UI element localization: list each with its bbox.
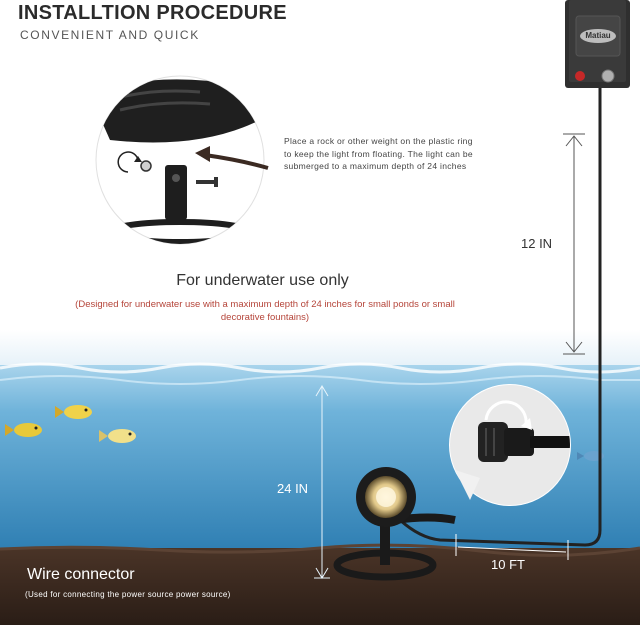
power-box [565, 0, 630, 88]
cable-length-label: 10 FT [491, 557, 525, 572]
spotlight [333, 467, 456, 581]
cable-height-label: 12 IN [521, 236, 553, 251]
rotate-arrow-icon [117, 151, 139, 173]
knob-icon [601, 69, 615, 83]
water-surface [0, 362, 640, 374]
power-box-brand: Matiau [585, 31, 611, 40]
water-depth-dimension [314, 385, 330, 579]
connector-zoom [449, 384, 571, 506]
page-title: INSTALLTION PROCEDURE [18, 2, 287, 24]
connector-title: Wire connector [27, 566, 135, 583]
water-depth-label: 24 IN [277, 481, 309, 496]
power-cable [398, 88, 602, 547]
mounting-detail [95, 75, 265, 245]
fish-icon [55, 405, 92, 419]
page-subtitle: CONVENIENT AND QUICK [20, 28, 200, 42]
power-indicator-icon [575, 71, 585, 81]
cable-length-dimension [455, 534, 569, 560]
water-ripple [0, 375, 640, 385]
nut-icon [140, 160, 152, 172]
underwater-subtitle: (Designed for underwater use with a maxi… [75, 299, 455, 323]
underwater-title: For underwater use only [176, 272, 349, 289]
soil-edge [0, 543, 640, 557]
connector-subtitle: (Used for connecting the power source po… [25, 590, 231, 599]
screw-icon [196, 180, 216, 184]
mounting-note: Place a rock or other weight on the plas… [284, 136, 473, 171]
soil-ground [0, 548, 640, 625]
rotate-arrow-icon [484, 400, 528, 425]
fish-icon [99, 429, 136, 443]
cable-height-dimension [563, 133, 585, 355]
pointer-arrow-icon [195, 146, 269, 170]
fish-icon [5, 423, 42, 437]
